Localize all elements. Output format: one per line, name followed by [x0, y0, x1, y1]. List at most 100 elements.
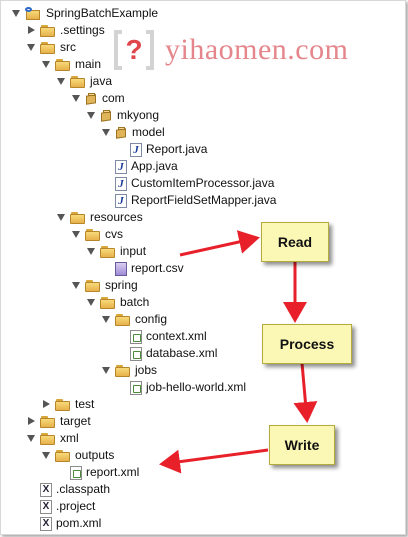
- expanded-twisty-icon[interactable]: [102, 362, 111, 379]
- question-mark-bracket-icon: ?: [113, 28, 155, 72]
- tree-item-label: xml: [60, 431, 79, 445]
- watermark: ? yihaomen.com: [113, 28, 348, 72]
- tree-item[interactable]: cvs: [72, 226, 123, 243]
- arrow-write-to-report: [159, 448, 269, 474]
- read-label: Read: [277, 234, 313, 250]
- project-icon: [25, 6, 42, 21]
- folder-icon: [55, 398, 71, 411]
- tree-item[interactable]: mkyong: [87, 107, 159, 124]
- expanded-twisty-icon[interactable]: [12, 5, 21, 22]
- tree-item-label: model: [132, 125, 165, 139]
- tree-item-label: com: [102, 91, 125, 105]
- tree-item[interactable]: model: [102, 124, 165, 141]
- tree-item-label: Report.java: [146, 142, 208, 156]
- tree-item[interactable]: outputs: [42, 447, 114, 464]
- collapsed-twisty-icon[interactable]: [42, 396, 51, 413]
- expanded-twisty-icon[interactable]: [102, 124, 111, 141]
- tree-item-label: target: [60, 414, 91, 428]
- tree-item-label: resources: [90, 210, 143, 224]
- x-file-icon: X: [40, 482, 52, 497]
- package-icon: [100, 109, 113, 122]
- xml-file-icon: [130, 329, 142, 344]
- tree-item[interactable]: com: [72, 90, 125, 107]
- tree-item[interactable]: report.xml: [57, 464, 139, 481]
- collapsed-twisty-icon[interactable]: [27, 22, 36, 39]
- expanded-twisty-icon[interactable]: [42, 56, 51, 73]
- xml-file-icon: [70, 465, 82, 480]
- tree-item[interactable]: java: [57, 73, 112, 90]
- tree-item[interactable]: batch: [87, 294, 149, 311]
- expanded-twisty-icon[interactable]: [57, 73, 66, 90]
- tree-item-label: .project: [56, 499, 96, 513]
- tree-item[interactable]: spring: [72, 277, 138, 294]
- csv-file-icon: [115, 261, 127, 276]
- expanded-twisty-icon[interactable]: [27, 39, 36, 56]
- expanded-twisty-icon[interactable]: [57, 209, 66, 226]
- tree-item[interactable]: X .project: [27, 498, 95, 515]
- tree-item[interactable]: report.csv: [102, 260, 184, 277]
- tree-item[interactable]: context.xml: [117, 328, 207, 345]
- tree-item[interactable]: database.xml: [117, 345, 217, 362]
- folder-icon: [115, 364, 131, 377]
- svg-text:?: ?: [125, 34, 142, 65]
- java-file-icon: J: [115, 176, 127, 191]
- tree-item[interactable]: SpringBatchExample: [12, 5, 158, 22]
- process-callout: Process: [262, 324, 352, 364]
- tree-item[interactable]: .settings: [27, 22, 105, 39]
- arrow-process-to-write: [293, 362, 318, 423]
- tree-item-label: job-hello-world.xml: [146, 380, 247, 394]
- write-callout: Write: [269, 425, 335, 465]
- tree-item[interactable]: job-hello-world.xml: [117, 379, 246, 396]
- tree-item[interactable]: main: [42, 56, 101, 73]
- tree-item-label: mkyong: [117, 108, 160, 122]
- tree-item[interactable]: xml: [27, 430, 79, 447]
- tree-item[interactable]: src: [27, 39, 76, 56]
- folder-icon: [85, 228, 101, 241]
- tree-item[interactable]: X.classpath: [27, 481, 110, 498]
- tree-item-label: jobs: [135, 363, 158, 377]
- expanded-twisty-icon[interactable]: [72, 226, 81, 243]
- expanded-twisty-icon[interactable]: [87, 243, 96, 260]
- tree-item-label: report.csv: [131, 261, 184, 275]
- tree-item-label: main: [75, 57, 102, 71]
- tree-item-label: .settings: [60, 23, 105, 37]
- tree-item-label: App.java: [131, 159, 178, 173]
- tree-item-label: cvs: [105, 227, 123, 241]
- expanded-twisty-icon[interactable]: [87, 294, 96, 311]
- package-icon: [115, 126, 128, 139]
- tree-item[interactable]: resources: [57, 209, 143, 226]
- tree-item[interactable]: test: [42, 396, 94, 413]
- tree-item-label: SpringBatchExample: [46, 6, 159, 20]
- tree-item[interactable]: config: [102, 311, 167, 328]
- tree-item-label: context.xml: [146, 329, 207, 343]
- expanded-twisty-icon[interactable]: [72, 90, 81, 107]
- tree-item-label: config: [135, 312, 168, 326]
- folder-icon: [100, 296, 116, 309]
- tree-item-label: spring: [105, 278, 138, 292]
- folder-icon: [40, 415, 56, 428]
- collapsed-twisty-icon[interactable]: [27, 413, 36, 430]
- tree-item-label: batch: [120, 295, 150, 309]
- xml-file-icon: [130, 346, 142, 361]
- expanded-twisty-icon[interactable]: [27, 430, 36, 447]
- expanded-twisty-icon[interactable]: [102, 311, 111, 328]
- folder-icon: [55, 58, 71, 71]
- tree-item[interactable]: input: [87, 243, 146, 260]
- tree-item[interactable]: target: [27, 413, 91, 430]
- watermark-text: yihaomen.com: [165, 33, 349, 66]
- expanded-twisty-icon[interactable]: [72, 277, 81, 294]
- x-file-icon: X: [40, 516, 52, 531]
- write-label: Write: [284, 437, 320, 453]
- expanded-twisty-icon[interactable]: [42, 447, 51, 464]
- tree-item[interactable]: jobs: [102, 362, 157, 379]
- x-file-icon: X: [40, 499, 52, 514]
- tree-item-label: java: [90, 74, 113, 88]
- expanded-twisty-icon[interactable]: [87, 107, 96, 124]
- folder-icon: [70, 75, 86, 88]
